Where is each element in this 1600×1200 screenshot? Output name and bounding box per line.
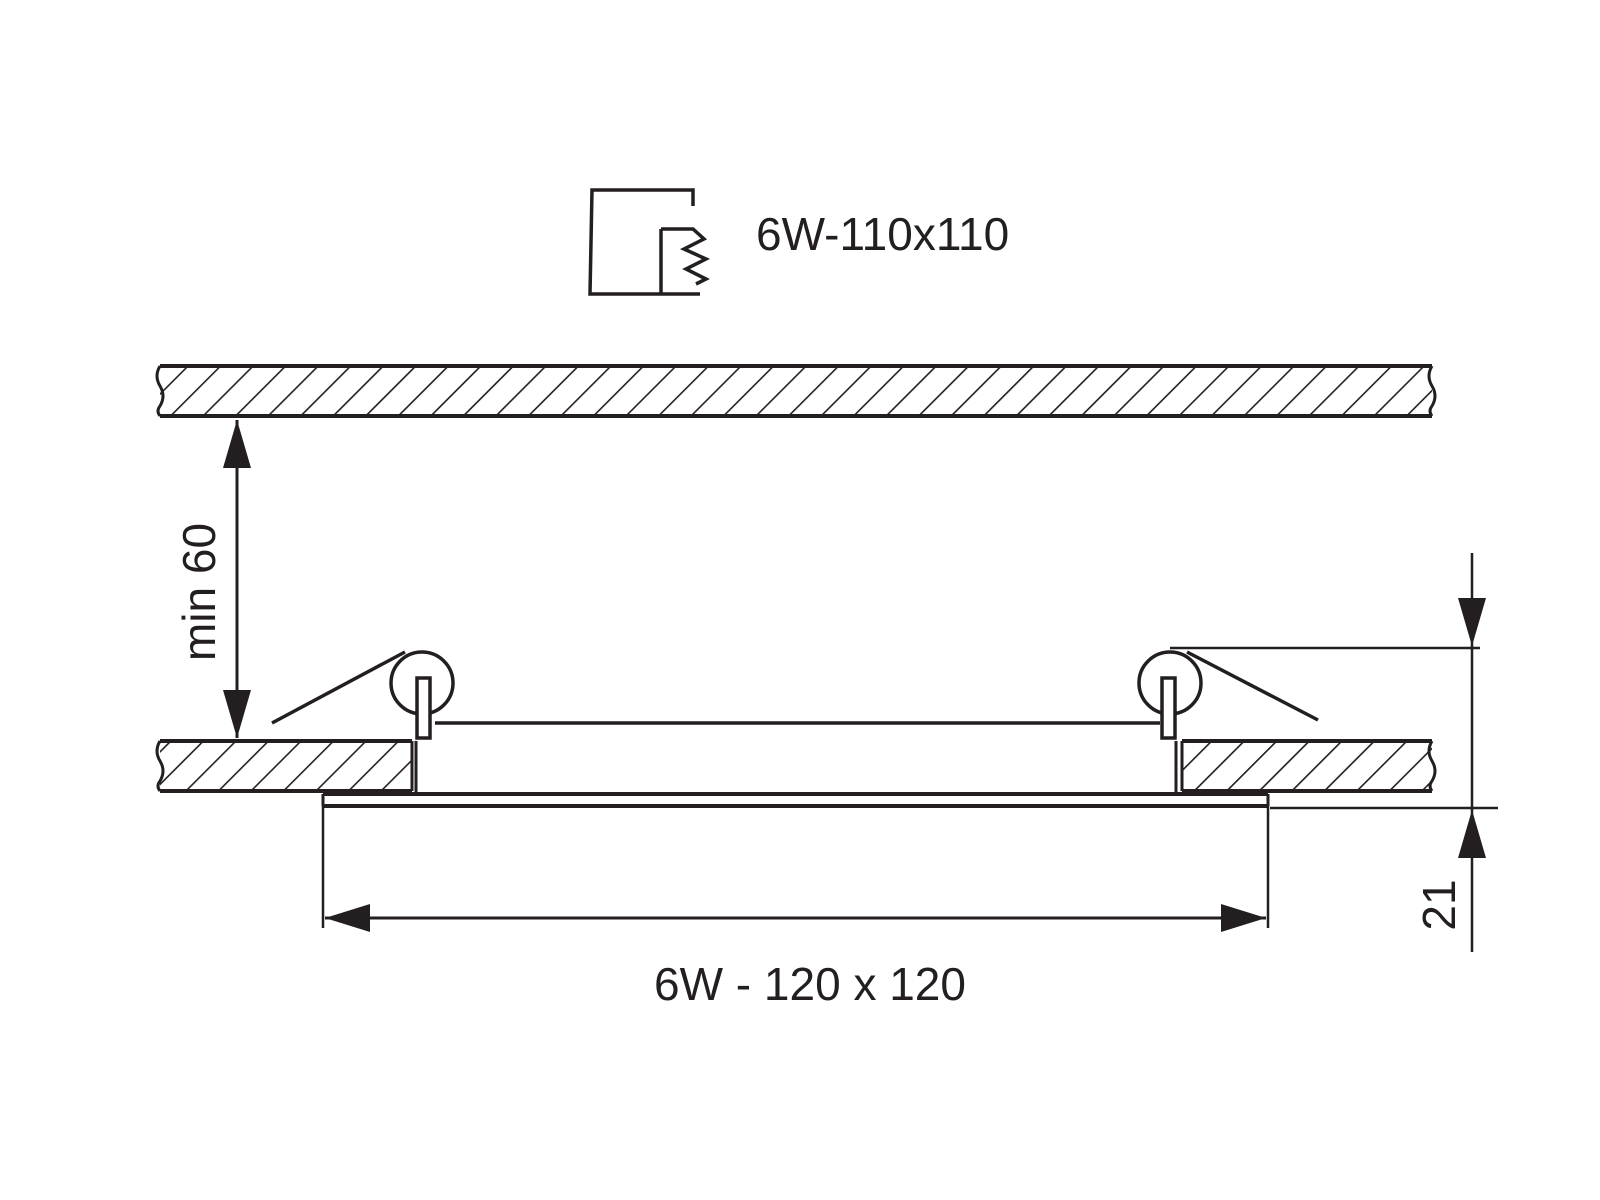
panel-height-dimension	[1170, 553, 1498, 952]
lower-ceiling-slab-right	[1180, 739, 1437, 793]
min-gap-dimension	[223, 420, 251, 738]
upper-ceiling-slab	[155, 364, 1437, 418]
panel-height-label: 21	[1413, 879, 1465, 930]
panel-body	[414, 721, 1178, 793]
panel-front-frame	[321, 792, 1270, 808]
lower-ceiling-slab-left	[155, 739, 414, 793]
left-spring-clip	[271, 650, 455, 740]
right-spring-clip	[1137, 650, 1319, 740]
panel-size-dimension	[321, 806, 1270, 932]
square-cutout-icon	[588, 188, 711, 296]
min-gap-label: min 60	[173, 523, 225, 661]
panel-size-label: 6W - 120 x 120	[654, 958, 966, 1010]
cutout-size-label: 6W-110x110	[756, 208, 1009, 260]
